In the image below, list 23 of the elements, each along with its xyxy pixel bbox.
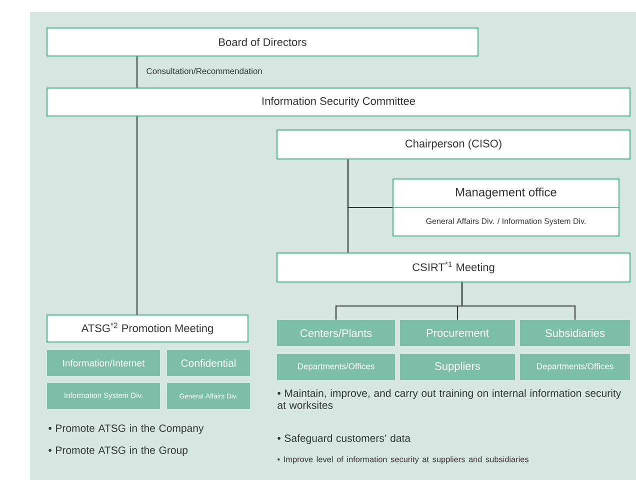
organization-box: Board of Directors: [46, 28, 478, 56]
organization-box: Chairperson (CISO): [276, 130, 630, 160]
bullet-text: • Safeguard customers’ data: [278, 434, 410, 444]
bullet-text: • Promote ATSG in the Group: [48, 446, 188, 456]
unit-box: Procurement: [400, 320, 515, 346]
bullet-text: • Maintain, improve, and carry out training on internal information security at worksites: [278, 389, 622, 409]
connector-line: [136, 56, 138, 88]
organization-box: Information Security Committee: [46, 88, 630, 116]
unit-box: Subsidiaries: [520, 320, 630, 346]
organization-box: ATSG$^{*2}$ Promotion Meeting: [46, 314, 248, 342]
bullet-text: • Promote ATSG in the Company: [48, 424, 204, 434]
unit-box: Departments/Offices: [277, 354, 395, 380]
organization-box: CSIRT$^{*1}$ Meeting: [276, 252, 630, 282]
unit-box: Confidential: [167, 350, 250, 376]
office-box: Management office General Affairs Div. / Information System Div.: [392, 178, 620, 236]
unit-box: Suppliers: [400, 354, 515, 380]
connector-line: [461, 282, 576, 320]
unit-box: Centers/Plants: [277, 320, 395, 346]
bullet-text: • Improve level of information security at suppliers and subsidiaries: [278, 456, 529, 464]
unit-box: Information/Internet: [47, 350, 160, 376]
unit-box: Departments/Offices: [520, 354, 630, 380]
connector-line: [347, 160, 349, 252]
connector-line: [136, 116, 138, 314]
